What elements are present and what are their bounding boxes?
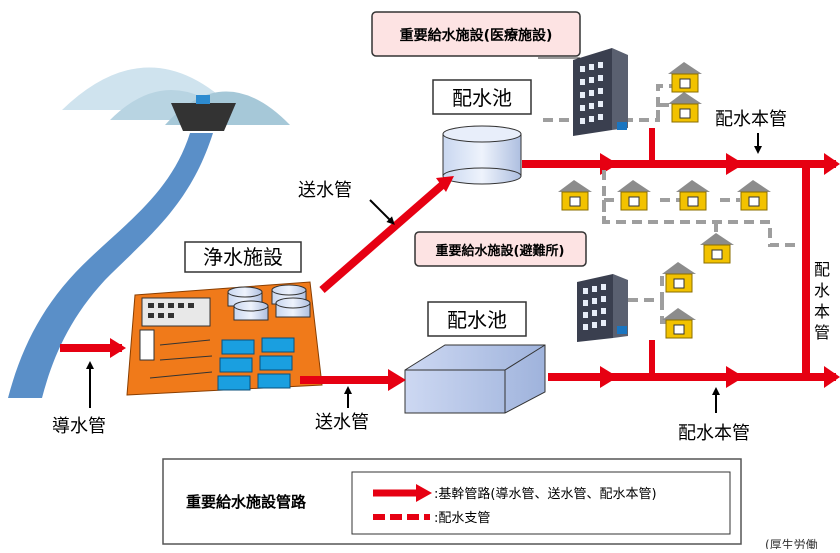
transmission-lower-label: 送水管 <box>315 412 369 433</box>
reservoir-bottom <box>404 344 546 414</box>
mountain-illustration <box>62 67 290 125</box>
houses <box>558 62 771 339</box>
transmission-upper-label: 送水管 <box>298 180 352 201</box>
house-icon <box>737 180 771 211</box>
house-icon <box>662 308 696 339</box>
svg-text:管: 管 <box>814 323 830 342</box>
legend-branch-label: :配水支管 <box>434 511 490 526</box>
transmission-pipe-upper <box>319 176 451 294</box>
main-bottom-right-label: 配水本管 <box>678 423 750 444</box>
house-icon <box>558 180 592 211</box>
house-icon <box>668 62 702 93</box>
svg-text:本: 本 <box>814 302 830 321</box>
reservoir-top-label: 配水池 <box>452 86 512 110</box>
house-icon <box>662 262 696 293</box>
intake-label: 導水管 <box>52 416 106 437</box>
trunk-pipes <box>60 160 836 384</box>
house-icon <box>676 180 710 211</box>
house-icon <box>700 233 734 264</box>
hospital-label: 重要給水施設(医療施設) <box>400 27 553 44</box>
purification-label: 浄水施設 <box>203 245 283 269</box>
shelter-label: 重要給水施設(避難所) <box>436 243 565 259</box>
main-top-right-label: 配水本管 <box>715 109 787 130</box>
trunk-arrowheads <box>110 153 840 391</box>
svg-text:配: 配 <box>814 260 830 279</box>
hospital-building <box>573 48 628 136</box>
legend-trunk-arrow-icon <box>416 484 432 502</box>
main-vertical-label: 配 水 本 管 <box>814 260 830 342</box>
reservoir-top <box>442 125 522 185</box>
purification-plant <box>126 281 323 396</box>
house-icon <box>668 92 702 123</box>
legend-title: 重要給水施設管路 <box>186 493 307 511</box>
river <box>8 133 213 398</box>
dam-icon <box>171 95 236 131</box>
legend: 重要給水施設管路 :基幹管路(導水管、送水管、配水本管) :配水支管 <box>162 458 742 545</box>
shelter-building <box>577 274 628 342</box>
reservoir-bottom-label: 配水池 <box>447 308 507 332</box>
svg-text:水: 水 <box>814 281 830 300</box>
transmission-upper-pointer <box>369 199 395 225</box>
legend-trunk-label: :基幹管路(導水管、送水管、配水本管) <box>434 486 657 502</box>
house-icon <box>617 180 651 211</box>
footnote: (厚生労働 <box>765 538 818 549</box>
